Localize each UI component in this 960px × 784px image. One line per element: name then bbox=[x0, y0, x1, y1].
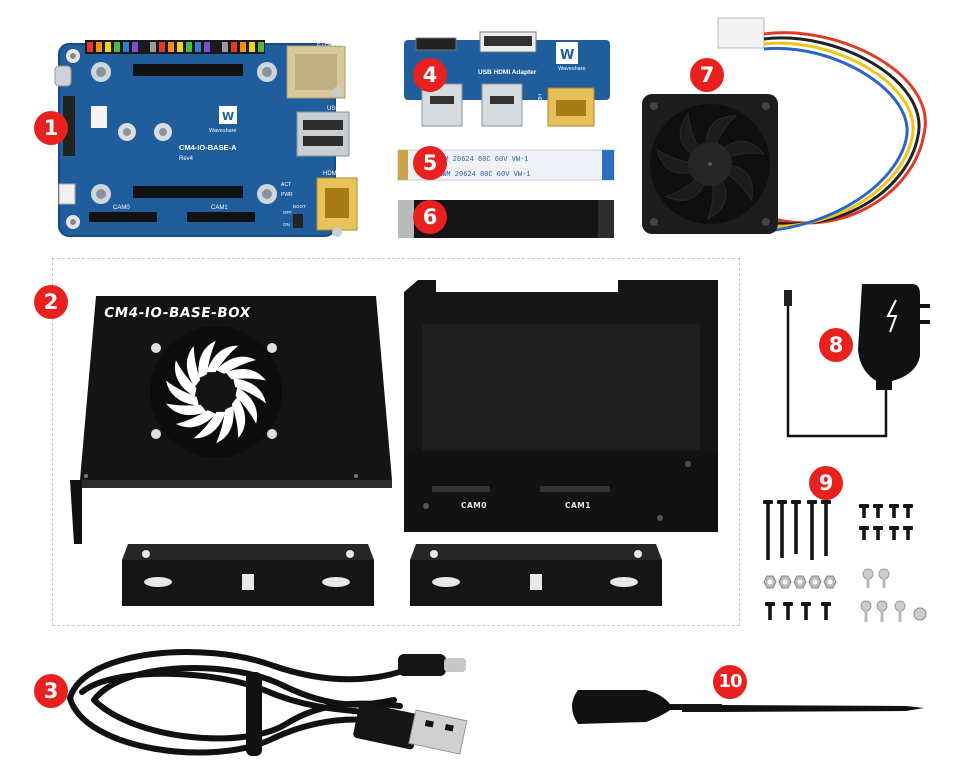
board-brand: Waveshare bbox=[209, 128, 237, 134]
flat-black-cable bbox=[398, 200, 614, 238]
case-cam0-label: CAM0 bbox=[461, 501, 487, 510]
screwdriver bbox=[572, 690, 924, 724]
marker-10: 10 bbox=[713, 665, 747, 699]
mounting-bracket-left bbox=[122, 544, 374, 606]
case-body bbox=[404, 280, 718, 532]
ribbon-text-bottom: AWM 20624 80C 60V VW-1 bbox=[438, 171, 530, 179]
screw-set bbox=[763, 500, 927, 622]
power-adapter bbox=[784, 284, 930, 438]
board-name: CM4-IO-BASE-A bbox=[179, 143, 237, 152]
marker-4: 4 bbox=[413, 58, 447, 92]
usb-hdmi-adapter: W Waveshare USB HDMI Adapter USB3 USB4 H… bbox=[404, 31, 610, 127]
hdmi1-label: HDMI1 bbox=[536, 94, 542, 111]
cam0-label: CAM0 bbox=[113, 205, 130, 211]
adapter-brand: Waveshare bbox=[558, 66, 586, 72]
case-cam1-label: CAM1 bbox=[565, 501, 591, 510]
case-lid-title: CM4-IO-BASE-BOX bbox=[102, 305, 252, 321]
usb-cable bbox=[67, 649, 468, 756]
off-label: OFF bbox=[283, 210, 292, 215]
usb-label: USB 1/2 bbox=[327, 106, 350, 112]
cm4-io-base-board: ETHERNET USB 1/2 HDMI0 CAM0 CAM1 W Waves… bbox=[54, 40, 358, 237]
marker-8: 8 bbox=[819, 328, 853, 362]
marker-7: 7 bbox=[690, 58, 724, 92]
boot-label: BOOT bbox=[293, 204, 306, 209]
case-group-frame bbox=[52, 258, 740, 626]
mounting-bracket-right bbox=[410, 544, 662, 606]
svg-text:W: W bbox=[560, 48, 574, 63]
act-label: ACT bbox=[281, 182, 291, 188]
marker-5: 5 bbox=[413, 146, 447, 180]
svg-text:W: W bbox=[222, 110, 234, 123]
board-rev: Rev4 bbox=[179, 156, 194, 162]
ribbon-text-top: AWM 20624 80C 60V VW-1 bbox=[436, 156, 528, 164]
usb4-label: USB4 bbox=[470, 100, 476, 114]
ethernet-label: ETHERNET bbox=[317, 42, 350, 48]
marker-2: 2 bbox=[34, 285, 68, 319]
pwr-label: PWR bbox=[281, 192, 293, 198]
marker-3: 3 bbox=[34, 674, 68, 708]
usb3-label: USB3 bbox=[408, 102, 414, 116]
hdmi-label: HDMI0 bbox=[323, 171, 342, 177]
marker-6: 6 bbox=[413, 200, 447, 234]
on-label: ON bbox=[283, 222, 290, 227]
case-lid bbox=[70, 296, 392, 544]
marker-1: 1 bbox=[34, 111, 68, 145]
cooling-fan bbox=[642, 17, 927, 234]
marker-9: 9 bbox=[809, 466, 843, 500]
adapter-name: USB HDMI Adapter bbox=[478, 69, 537, 76]
cam1-label: CAM1 bbox=[211, 205, 228, 211]
